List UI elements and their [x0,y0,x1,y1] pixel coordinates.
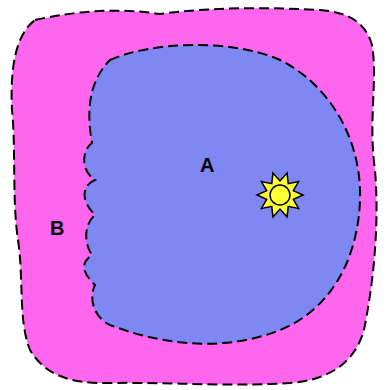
region-border [84,45,360,344]
region-border [12,8,377,384]
inner-region: A [76,38,364,352]
region-label: B [50,218,64,238]
outer-region: BA [6,3,382,388]
region-label: A [200,155,214,175]
region-outline [76,38,364,352]
